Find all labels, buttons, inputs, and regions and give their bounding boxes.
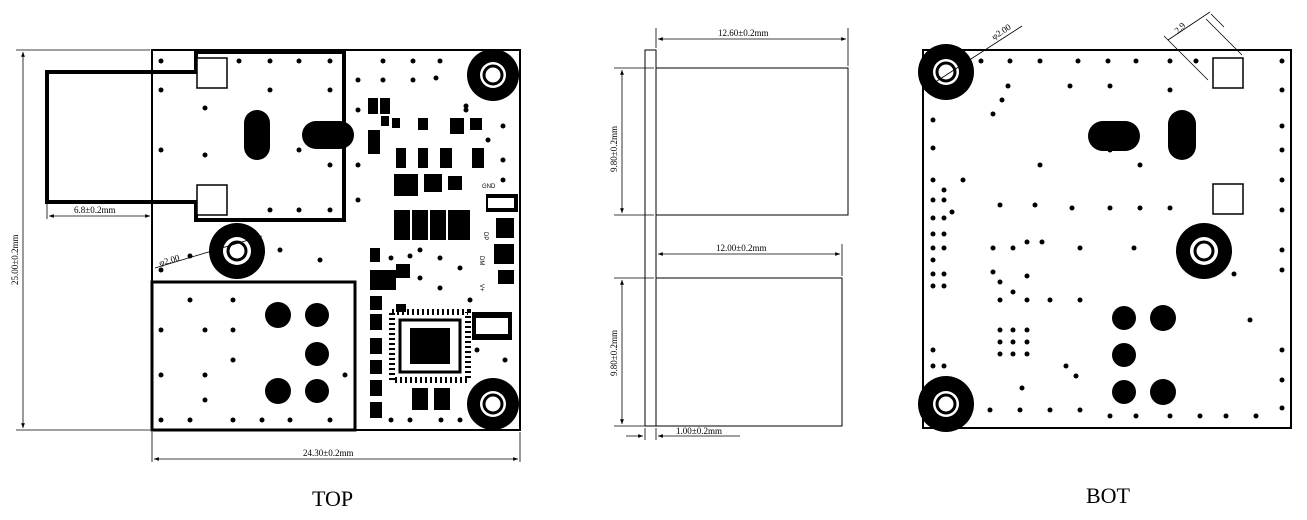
mounting-hole: [1176, 223, 1232, 279]
terminal-pad: [265, 302, 291, 328]
mounting-hole: [918, 44, 974, 100]
top-view-title: TOP: [312, 486, 353, 511]
dim-width-line: [151, 432, 521, 462]
top-view: GND DP DM V+ 25.00±0.2mm 24.30±0.2mm 6.8…: [10, 49, 521, 511]
bot-view: φ2.00 2.9 BOT: [918, 11, 1292, 508]
side-upper-body: [655, 67, 849, 216]
shield-slot: [1168, 110, 1196, 160]
connector-pad: [1212, 57, 1244, 89]
dim-thickness-label: 1.00±0.2mm: [676, 426, 722, 436]
dim-height-label: 25.00±0.2mm: [10, 235, 20, 285]
mounting-hole: [467, 378, 519, 430]
dim-connector-line: [46, 204, 150, 219]
dim-top-width-label: 12.60±0.2mm: [718, 28, 768, 38]
terminal-pad: [1150, 379, 1176, 405]
terminal-pad: [1112, 343, 1136, 367]
terminal-pad: [1112, 380, 1136, 404]
mounting-hole: [918, 376, 974, 432]
shield-slot: [244, 110, 270, 160]
dim-offset-label: 2.9: [1172, 20, 1187, 35]
terminal-pad: [305, 342, 329, 366]
side-lower-body: [655, 277, 843, 427]
dim-hole-label: φ2.00: [990, 22, 1013, 42]
shield-box-outline: [150, 280, 357, 432]
mounting-hole: [467, 49, 519, 101]
dim-hole-leader: [154, 235, 263, 269]
dim-mid-width-line: [658, 244, 843, 276]
connector-pad: [196, 184, 228, 216]
dim-height-line: [16, 49, 150, 431]
shield-slot: [302, 121, 354, 149]
terminal-pad: [305, 379, 329, 403]
bot-view-title: BOT: [1086, 483, 1131, 508]
dim-hole-label: φ2.00: [158, 252, 181, 268]
connector-pad: [196, 57, 228, 89]
pin-label-gnd: GND: [482, 184, 496, 190]
terminal-pad: [1150, 305, 1176, 331]
terminal-pad: [265, 378, 291, 404]
dim-connector-label: 6.8±0.2mm: [74, 205, 115, 215]
usb-connector-outline: [45, 50, 346, 222]
side-board-edge: [644, 49, 657, 427]
dim-mid-width-label: 12.00±0.2mm: [716, 243, 766, 253]
pin-label-dp: DP: [482, 232, 488, 240]
mounting-hole: [209, 223, 265, 279]
pin-label-vplus: V+: [478, 284, 484, 292]
dim-width-label: 24.30±0.2mm: [303, 448, 353, 458]
side-view: 12.60±0.2mm 9.80±0.2mm 12.00±0.2mm 9.80±…: [609, 28, 849, 440]
dim-upper-height-line: [614, 67, 654, 216]
dim-offset-line: [1163, 11, 1243, 81]
dim-top-width-line: [655, 28, 849, 66]
connector-pad: [1212, 183, 1244, 215]
dim-lower-height-line: [614, 277, 654, 427]
bot-board-outline: [922, 49, 1292, 429]
pin-label-dm: DM: [478, 256, 484, 265]
via-dots: [158, 58, 508, 423]
ic-chip: [389, 304, 471, 383]
terminal-pad: [1112, 306, 1136, 330]
dim-lower-height-label: 9.80±0.2mm: [609, 330, 619, 376]
terminal-pad: [305, 303, 329, 327]
dim-hole-leader: [922, 25, 1023, 91]
dim-thickness-line: [626, 428, 740, 440]
via-dots: [930, 58, 1285, 419]
shield-slot: [1088, 121, 1140, 151]
dim-upper-height-label: 9.80±0.2mm: [609, 126, 619, 172]
